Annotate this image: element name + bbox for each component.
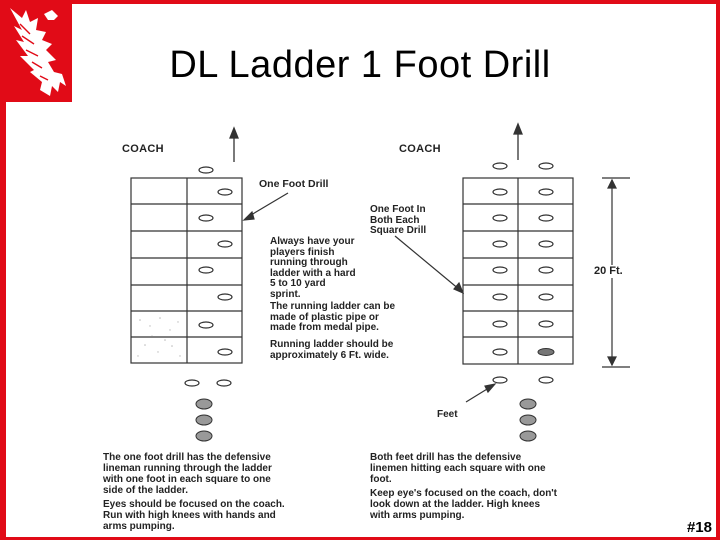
note-line: Always have your xyxy=(270,236,355,247)
left-ladder-texture xyxy=(137,317,181,357)
note-line: ladder with a hard xyxy=(270,267,356,279)
note-line: The running ladder can be xyxy=(270,301,396,312)
caption-line: Run with high knees with hands and xyxy=(103,510,276,521)
note-line: approximately 6 Ft. wide. xyxy=(270,349,389,361)
slide-title: DL Ladder 1 Foot Drill xyxy=(169,44,551,86)
left-caption-focus: Eyes should be focused on the coach. Run… xyxy=(103,499,285,532)
caption-line: look down at the ladder. High knees xyxy=(370,499,541,510)
dimension-label: 20 Ft. xyxy=(594,265,623,278)
left-border xyxy=(0,0,6,540)
left-coach-arrow xyxy=(229,126,239,162)
eagle-logo-icon xyxy=(0,0,72,102)
left-notes-sprint: Always have your players finish running … xyxy=(270,236,356,300)
left-notes-material: The running ladder can be made of plasti… xyxy=(270,301,396,334)
callout-line: Square Drill xyxy=(370,225,427,236)
bottom-border xyxy=(0,537,720,540)
caption-line: linemen hitting each square with one xyxy=(370,463,546,474)
caption-line: foot. xyxy=(370,474,392,485)
note-line: running through xyxy=(270,257,348,268)
caption-line: The one foot drill has the defensive xyxy=(103,452,271,463)
callout-line: Both Each xyxy=(370,214,420,226)
right-callout-label: One Foot In Both Each Square Drill xyxy=(370,204,427,237)
caption-line: with arms pumping. xyxy=(370,510,465,521)
caption-line: side of the ladder. xyxy=(103,485,189,496)
left-callout-arrow xyxy=(242,192,289,221)
right-start-feet xyxy=(519,398,537,442)
caption-line: Keep eye's focused on the coach, don't xyxy=(370,488,558,499)
left-caption: The one foot drill has the defensive lin… xyxy=(103,452,272,496)
note-line: 5 to 10 yard xyxy=(270,278,326,289)
caption-line: arms pumping. xyxy=(103,521,175,532)
right-highlighted-foot xyxy=(537,348,555,356)
left-notes-width: Running ladder should be approximately 6… xyxy=(270,339,394,361)
right-coach-arrow xyxy=(513,122,523,160)
right-coach-label: COACH xyxy=(399,143,441,155)
feet-label: Feet xyxy=(437,409,458,420)
right-caption: Both feet drill has the defensive lineme… xyxy=(370,452,546,485)
caption-line: Eyes should be focused on the coach. xyxy=(103,499,285,510)
dimension-line xyxy=(602,177,630,368)
left-coach-label: COACH xyxy=(122,143,164,155)
right-ladder xyxy=(462,177,574,365)
left-callout-label: One Foot Drill xyxy=(259,178,329,190)
right-footprints xyxy=(492,162,554,384)
right-border xyxy=(716,0,720,540)
note-line: made from medal pipe. xyxy=(270,322,379,333)
caption-line: with one foot in each square to one xyxy=(103,474,271,485)
left-start-feet xyxy=(195,398,213,442)
callout-line: One Foot In xyxy=(370,204,426,215)
note-line: players finish xyxy=(270,246,335,258)
right-callout-arrow xyxy=(394,235,465,295)
caption-line: lineman running through the ladder xyxy=(103,463,272,474)
right-caption-focus: Keep eye's focused on the coach, don't l… xyxy=(370,488,557,521)
caption-line: Both feet drill has the defensive xyxy=(370,452,522,463)
left-ladder xyxy=(130,177,243,364)
note-line: sprint. xyxy=(270,288,301,300)
note-line: Running ladder should be xyxy=(270,339,394,350)
slide-number: #18 xyxy=(686,519,712,536)
left-footprints xyxy=(184,166,233,387)
note-line: made of plastic pipe or xyxy=(270,311,379,323)
top-border xyxy=(72,0,720,4)
feet-arrow xyxy=(465,383,497,403)
